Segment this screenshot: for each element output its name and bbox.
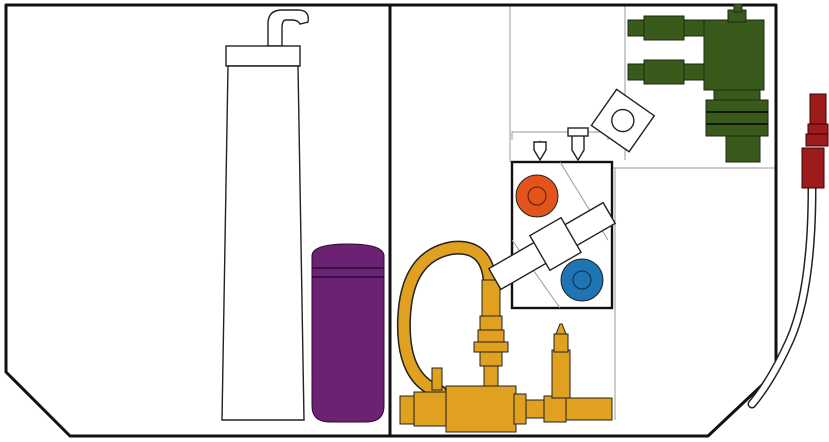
manifold-block (487, 88, 656, 310)
white-cylinder (221, 9, 309, 421)
blue-port (560, 258, 604, 302)
sensor-box (590, 88, 656, 153)
purple-bottle (311, 243, 385, 423)
side-tube (747, 183, 817, 409)
orange-port (515, 174, 559, 218)
green-valve-block (627, 3, 769, 163)
red-connector (801, 93, 829, 189)
diagonal-tube (487, 201, 617, 291)
yellow-pump-assembly (396, 240, 613, 433)
cabinet-outline (4, 3, 778, 438)
